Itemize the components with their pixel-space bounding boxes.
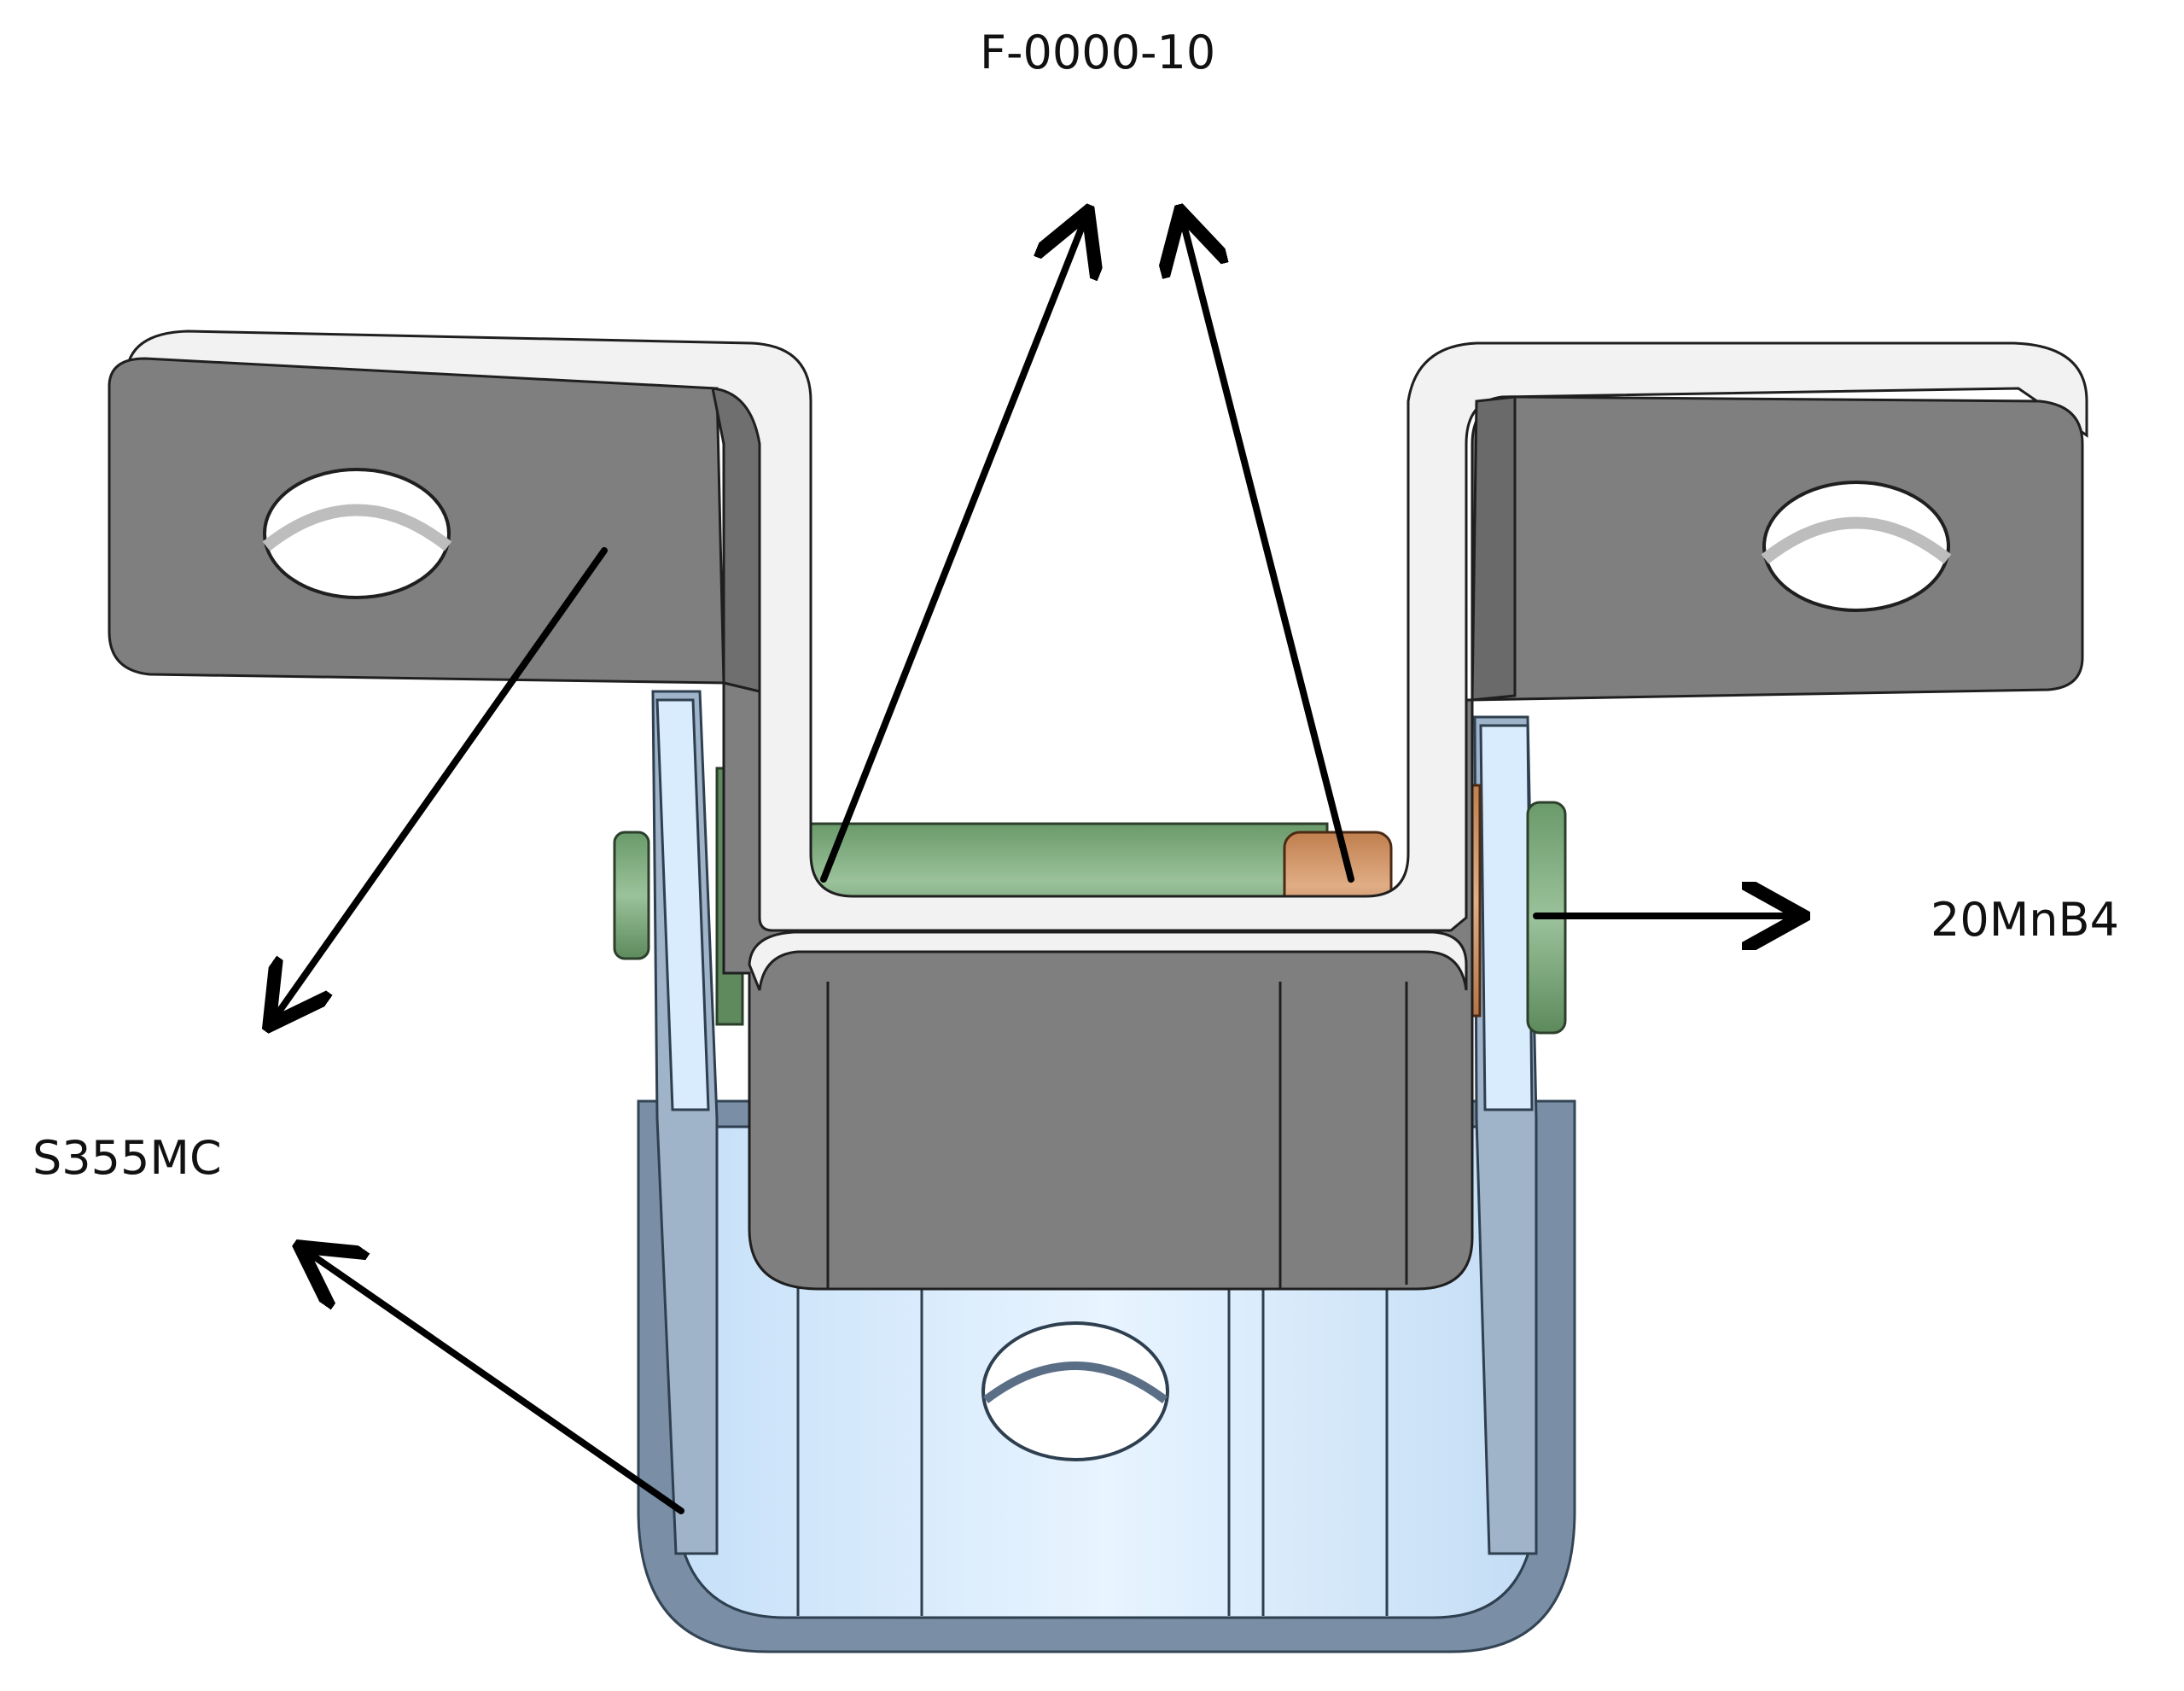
upper-bracket	[108, 329, 2088, 1291]
arrows	[273, 218, 1797, 1514]
arrow-down-left-icon	[273, 547, 608, 1020]
arrow-up-left-icon	[1182, 218, 1354, 883]
arrow-up-right-icon	[820, 218, 1086, 883]
right-flange-hole	[1762, 481, 1950, 612]
label-20mnb4: 20MnB4	[1931, 893, 2119, 947]
label-s355mc: S355MC	[32, 1131, 222, 1185]
left-flange-hole	[263, 468, 451, 599]
lower-bracket-hole	[981, 1321, 1169, 1461]
label-f-0000-10: F-0000-10	[980, 26, 1216, 79]
arrow-up-left-lower-icon	[306, 1251, 684, 1514]
